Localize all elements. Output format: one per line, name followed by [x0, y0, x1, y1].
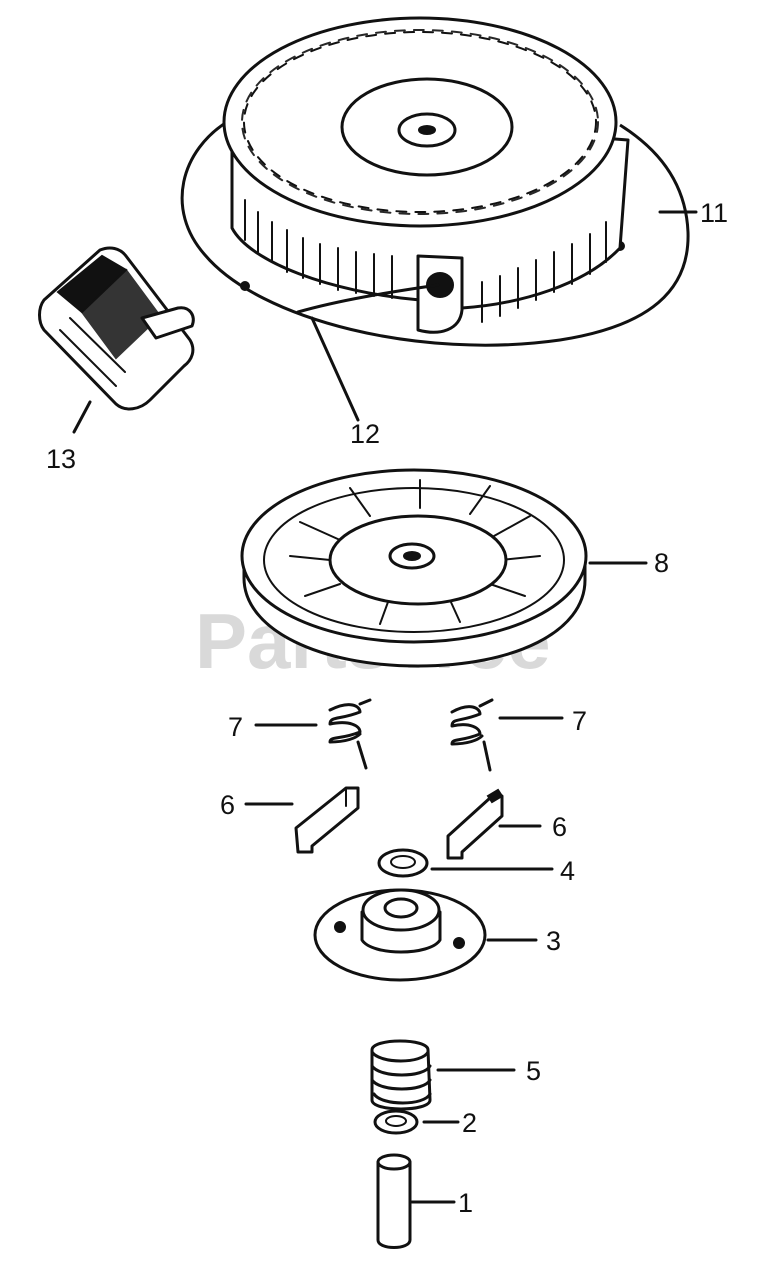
pawl-retainer[interactable] [313, 888, 487, 982]
callout-7-right: 7 [572, 706, 587, 736]
housing-side-slots [244, 199, 607, 323]
callout-4: 4 [560, 856, 575, 886]
callout-2: 2 [462, 1108, 477, 1138]
rope-handle[interactable] [38, 246, 195, 411]
leader-lines [72, 210, 698, 1204]
housing-fins [241, 29, 599, 215]
callout-13: 13 [46, 444, 76, 474]
pawl-spring-right[interactable] [450, 698, 494, 772]
callout-8: 8 [654, 548, 669, 578]
washer-lower[interactable] [373, 1109, 419, 1135]
starter-rope[interactable] [296, 283, 440, 314]
pawl-spring-left[interactable] [328, 698, 372, 770]
pulley-spokes [289, 479, 541, 625]
center-pin[interactable] [376, 1153, 412, 1249]
callout-1: 1 [458, 1188, 473, 1218]
center-spring[interactable] [370, 1039, 432, 1111]
callout-12: 12 [350, 419, 380, 449]
pawl-right[interactable] [446, 788, 504, 860]
callout-6-left: 6 [220, 790, 235, 820]
callout-6-right: 6 [552, 812, 567, 842]
callout-7-left: 7 [228, 712, 243, 742]
callout-3: 3 [546, 926, 561, 956]
callout-11: 11 [700, 198, 728, 228]
starter-housing[interactable] [180, 16, 690, 347]
starter-pulley[interactable] [240, 468, 588, 668]
washer-upper[interactable] [377, 848, 429, 878]
pawl-left[interactable] [294, 786, 360, 854]
callout-5: 5 [526, 1056, 541, 1086]
